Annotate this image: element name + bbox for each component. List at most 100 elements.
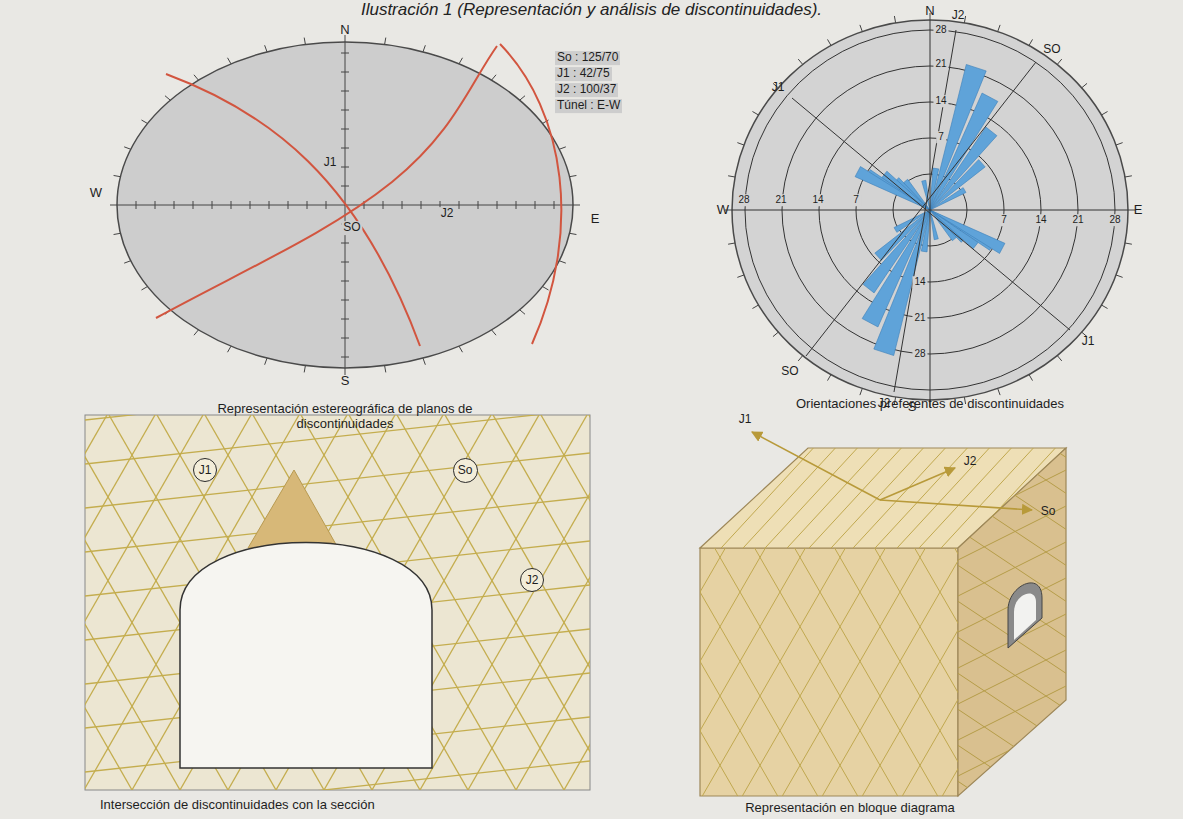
so-trace [952,430,1072,560]
rim-tick [752,305,758,309]
so-trace [950,540,1070,600]
rim-tick [964,16,965,23]
j2-trace [950,740,1070,819]
axis-tick [421,201,422,209]
rim-tick [114,175,121,176]
axis-tick [341,186,349,187]
trend-j2 [894,30,956,392]
label: J2 : 100/37 [555,83,618,97]
so-trace [1040,430,1160,560]
pole-arrow [880,500,1032,510]
j1-trace [660,540,810,800]
tunnel-outline [180,543,432,769]
rim-tick [459,346,463,352]
label: 14 [1033,214,1048,226]
label: Túnel : E-W [555,99,622,113]
rim-tick [860,25,862,32]
j2-trace [950,668,1070,748]
axis-tick [459,201,460,209]
rim-tick [124,261,131,263]
pole-arrow [880,468,955,500]
axis-tick [341,357,349,358]
so-trace [1018,430,1138,560]
j1-trace [468,415,590,790]
circled-label: So [453,458,478,483]
section-ground [85,415,590,790]
node-label: So [458,463,473,477]
wedge-block [248,470,338,548]
rim-tick [385,366,386,373]
rim-tick [194,330,198,335]
label: J1 [1082,335,1095,349]
j2-trace [750,540,900,800]
joint-traces [85,415,590,790]
rim-tick [728,176,735,177]
j2-trace [550,540,700,800]
great-circle-so [166,74,420,346]
so-trace [996,430,1116,560]
rose-petal [930,127,997,210]
rim-tick [114,233,121,234]
label: S [341,374,350,389]
rim-tick [1116,143,1123,145]
rose-ground [732,20,1128,400]
j2-trace [870,540,1020,800]
so-trace [1128,430,1183,560]
rose-petal [863,210,930,293]
node-label: J1 [199,463,212,477]
so-trace [622,430,742,560]
rim-tick [737,275,744,277]
j2-trace [950,704,1070,784]
j1-trace [700,540,850,800]
so-trace [950,504,1070,564]
rim-tick [110,205,117,206]
so-trace [644,430,764,560]
j1-trace [900,540,1050,800]
axis-tick [341,53,349,54]
label: J1 [739,413,752,427]
j1-trace [820,540,970,800]
j2-trace [390,540,540,800]
j2-trace [950,452,1070,532]
j1-trace [1180,540,1183,800]
j2-trace [950,524,1070,604]
label: W [90,186,102,201]
rose-petal [930,210,956,241]
label: 7 [851,194,861,206]
axis-tick [307,201,308,209]
j2-trace [630,540,780,800]
j2-trace [470,540,620,800]
pole-arrow [752,432,880,500]
axis-tick [341,243,349,244]
rim-tick [304,38,305,45]
label: 21 [1070,214,1085,226]
so-trace [886,430,1006,560]
label: 21 [912,312,927,324]
rim-tick [894,16,895,23]
block-front [700,548,958,796]
label: SO [1043,43,1060,57]
rim-tick [798,59,802,64]
trend-so [806,62,1036,356]
axis-tick [231,201,232,209]
so-trace [950,360,1070,420]
j2-trace [493,415,590,790]
label: 28 [912,348,927,360]
rim-tick [265,358,267,365]
label: 14 [912,276,927,288]
axis-tick [341,148,349,149]
rim-tick [459,58,463,64]
rim-tick [570,175,577,176]
great-circle-j1 [156,46,497,318]
j2-trace [710,540,860,800]
axis-tick [269,201,270,209]
rim-tick [573,205,580,206]
rim-tick [1029,375,1033,381]
so-trace [1084,430,1183,560]
axis-tick [341,167,349,168]
j1-trace [500,540,650,800]
caption: Intersección de discontinuidades con la … [100,798,375,813]
j1-trace [1060,540,1183,800]
so-trace [950,468,1070,528]
rose-petal [930,210,978,249]
